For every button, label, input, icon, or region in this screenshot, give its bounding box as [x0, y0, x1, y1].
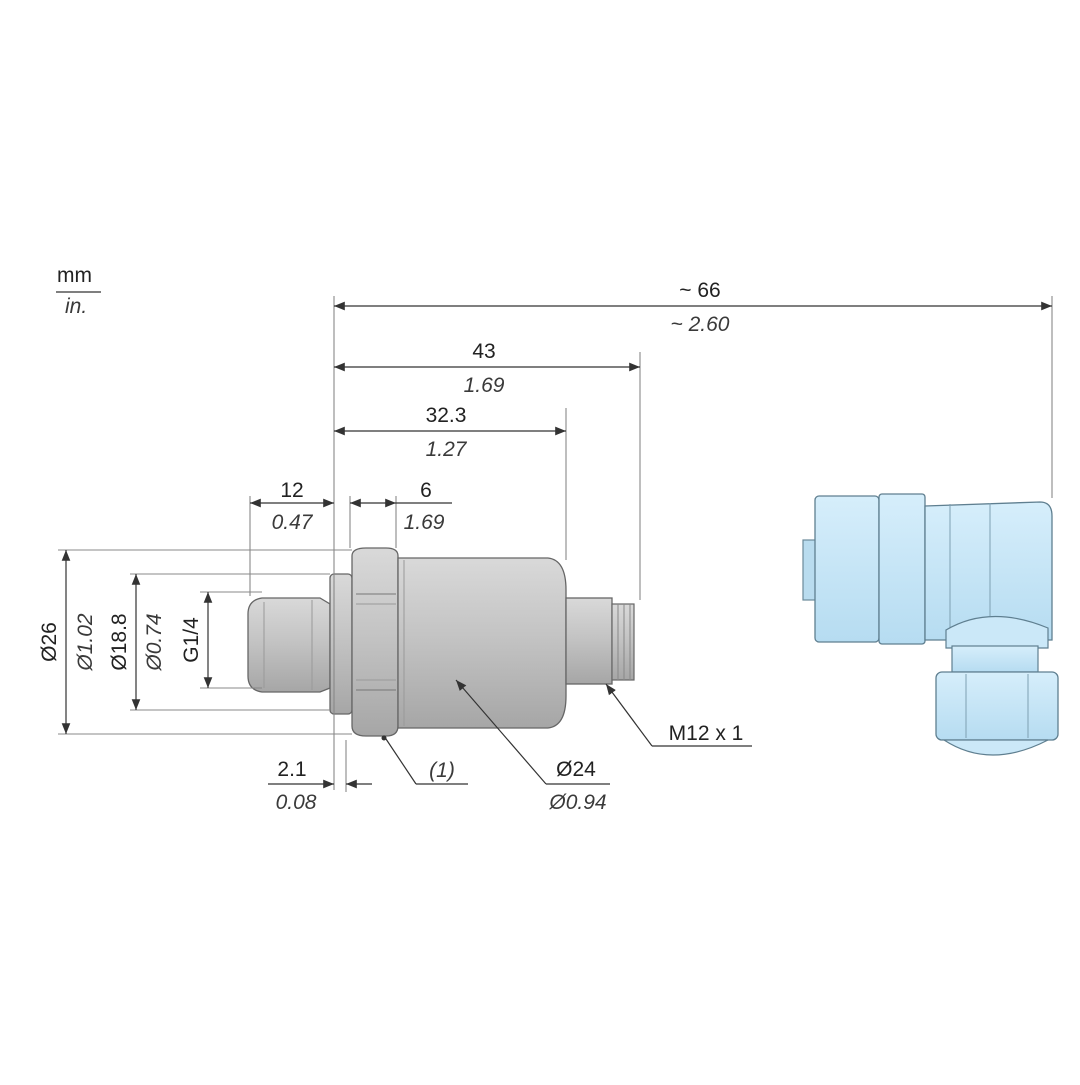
body-length-mm: 32.3 [426, 404, 467, 427]
thread-length-mm: 12 [280, 479, 303, 502]
seal-thickness-in: 0.08 [276, 791, 317, 814]
thread-diameter-mm: Ø18.8 [108, 613, 131, 670]
dimension-seal-thickness: 2.1 0.08 [268, 758, 372, 814]
callout-note: (1) [381, 735, 468, 785]
dimension-nut-width: 6 1.69 [350, 479, 452, 534]
body-diameter-mm: Ø24 [556, 758, 596, 781]
thread-length-in: 0.47 [272, 511, 314, 534]
length-to-thread-in: 1.69 [464, 374, 505, 397]
extension-lines [58, 296, 1053, 792]
body-length-in: 1.27 [426, 438, 468, 461]
body-diameter-in: Ø0.94 [548, 791, 606, 814]
length-to-thread-mm: 43 [472, 340, 495, 363]
dimension-thread-length: 12 0.47 [250, 479, 334, 534]
thread-diameter-in: Ø0.74 [143, 613, 166, 671]
connector-thread-label: M12 x 1 [669, 722, 744, 745]
dimension-flange-diameter: Ø26 Ø1.02 [38, 550, 97, 734]
sensor-side-view [247, 547, 635, 737]
dimension-thread-diameter: Ø18.8 Ø0.74 [108, 574, 166, 710]
seal-thickness-mm: 2.1 [277, 758, 306, 781]
dimension-body-length: 32.3 1.27 [334, 404, 566, 461]
flange-diameter-in: Ø1.02 [74, 613, 97, 672]
dimension-overall-length: ~ 66 ~ 2.60 [334, 279, 1052, 336]
overall-length-in: ~ 2.60 [671, 313, 730, 336]
dimension-length-to-thread: 43 1.69 [334, 340, 640, 397]
overall-length-mm: ~ 66 [679, 279, 720, 302]
unit-mm-label: mm [57, 264, 92, 287]
angled-connector-view [802, 493, 1059, 756]
callout-body-diameter: Ø24 Ø0.94 [455, 679, 610, 814]
nut-width-mm: 6 [420, 479, 432, 502]
dimension-thread-size: G1/4 [180, 592, 213, 688]
units-legend: mm in. [56, 264, 101, 318]
thread-size-label: G1/4 [180, 617, 203, 663]
note-1-label: (1) [429, 759, 455, 782]
nut-width-in: 1.69 [404, 511, 445, 534]
flange-diameter-mm: Ø26 [38, 622, 61, 662]
callout-connector-thread: M12 x 1 [605, 683, 752, 747]
unit-inch-label: in. [65, 295, 87, 318]
